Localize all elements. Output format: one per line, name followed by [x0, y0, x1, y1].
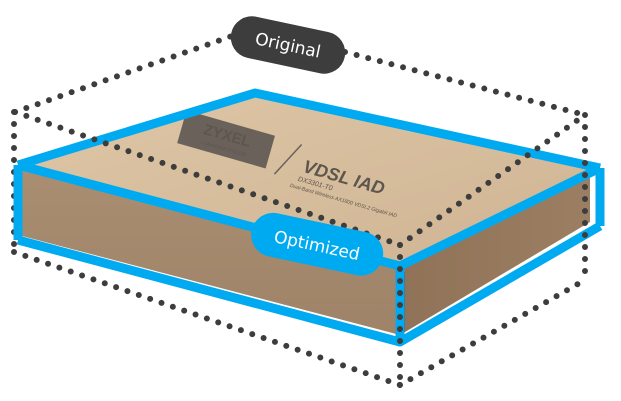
original-label-pill [230, 16, 346, 74]
print-divider [273, 143, 303, 175]
original-label: Original [230, 16, 346, 74]
optimized-label-pill [251, 212, 384, 276]
box-front-face [22, 165, 400, 335]
original-outline-top-right-edge [342, 49, 588, 118]
original-outline-lid-front-edge [12, 109, 403, 248]
original-outline-top-left-edge [12, 32, 238, 115]
brand-logo-block [177, 110, 275, 169]
optimized-label: Optimized [251, 212, 384, 276]
box-right-face [400, 170, 590, 335]
original-outline-bottom-right-edge [397, 277, 588, 388]
original-outline-front [11, 109, 588, 388]
original-outline-bottom-left-edge [11, 249, 403, 388]
original-outline-lid-right-edge [397, 112, 588, 248]
optimized-outline-top-edge [16, 88, 601, 173]
